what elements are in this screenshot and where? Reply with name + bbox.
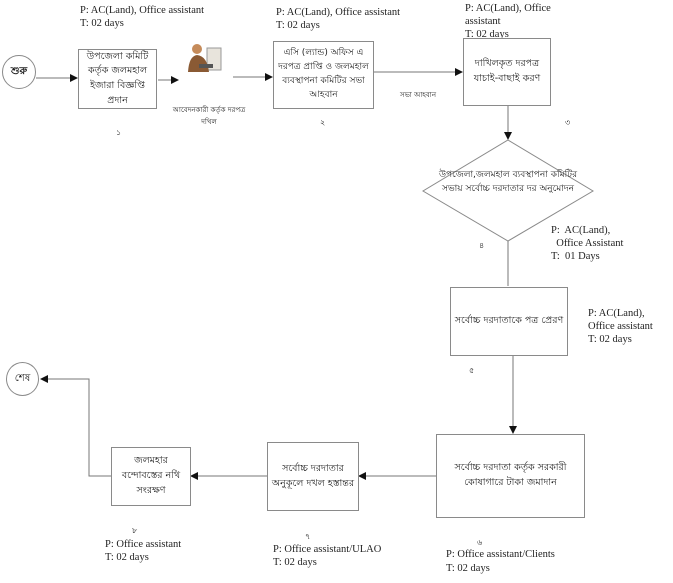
- applicant-submission-caption: আবেদনকারী কর্তৃক দরপত্র দখিল: [172, 106, 246, 126]
- step-7-number: ৭: [305, 532, 311, 541]
- step-6-responsible: P: Office assistant/Clients: [446, 549, 555, 560]
- step-3-time: T: 02 days: [465, 29, 509, 40]
- step-4-responsible: P: AC(Land), Office Assistant: [551, 225, 624, 249]
- person-at-computer-icon: [185, 42, 227, 78]
- step-5-responsible: P: AC(Land), Office assistant: [588, 308, 653, 332]
- arrow-8-to-end: [40, 375, 111, 477]
- step-6-box: সর্বোচ্চ দরদাতা কর্তৃক সরকারী কোষাগারে ট…: [436, 434, 585, 518]
- step-7-responsible: P: Office assistant/ULAO: [273, 544, 382, 555]
- step-6-time: T: 02 days: [446, 563, 490, 574]
- step-5-time: T: 02 days: [588, 334, 632, 345]
- step-8-box: জলমহার বন্দোবস্তের নথি সংরক্ষণ: [111, 447, 191, 506]
- step-7-time: T: 02 days: [273, 557, 317, 568]
- step-2-box: এসি (ল্যান্ড) অফিস এ দরপত্র প্রাপ্তি ও জ…: [273, 41, 374, 109]
- step-4-number: ৪: [479, 241, 485, 250]
- step-3-box: দাখিলকৃত দরপত্র যাচাই-বাছাই করণ: [463, 38, 551, 106]
- start-node: শুরু: [2, 55, 36, 89]
- step-2-time: T: 02 days: [276, 20, 320, 31]
- step-8-number: ৮: [132, 526, 138, 535]
- step-5-number: ৫: [469, 366, 475, 375]
- step-1-responsible: P: AC(Land), Office assistant: [80, 5, 205, 16]
- step-8-time: T: 02 days: [105, 552, 149, 563]
- step-5-box: সর্বোচ্চ দরদাতাকে পত্র প্রেরণ: [450, 287, 568, 356]
- step-4-time: T: 01 Days: [551, 251, 600, 262]
- step-6-number: ৬: [477, 538, 483, 547]
- meeting-call-caption: সভা আহবান: [399, 91, 437, 99]
- step-2-number: ২: [320, 118, 326, 127]
- step-8-responsible: P: Office assistant: [105, 539, 182, 550]
- step-2-responsible: P: AC(Land), Office assistant: [276, 7, 401, 18]
- step-3-number: ৩: [565, 118, 571, 127]
- step-1-box: উপজেলা কমিটি কর্তৃক জলমহাল ইজারা বিজ্ঞপ্…: [78, 49, 157, 109]
- step-7-box: সর্বোচ্চ দরদাতার অনুকূলে দখল হস্তান্তর: [267, 442, 359, 511]
- step-3-responsible: P: AC(Land), Office assistant: [465, 3, 551, 27]
- step-1-number: ১: [116, 128, 122, 137]
- step-4-decision-text: উপজেলা,জলমহাল ব্যবস্থাপনা কমিটির সভায় স…: [438, 170, 578, 195]
- step-1-time: T: 02 days: [80, 18, 124, 29]
- end-node: শেষ: [6, 362, 39, 396]
